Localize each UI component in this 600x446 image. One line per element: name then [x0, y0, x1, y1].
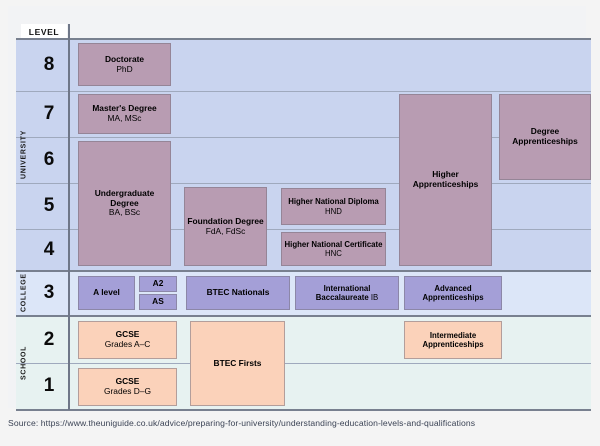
- level-number-7: 7: [43, 103, 55, 124]
- qualification-as-title: AS: [152, 296, 164, 307]
- qualification-gcse-a-c-title: GCSE: [115, 329, 140, 340]
- qualification-higher-apprenticeships-title: Higher Apprenticeships: [412, 169, 479, 189]
- qualification-doctorate-subtitle: PhD: [116, 63, 133, 74]
- qualification-a2[interactable]: A2: [139, 276, 177, 292]
- level-number-1: 1: [43, 375, 55, 396]
- qualification-a-level-title: A level: [93, 287, 120, 298]
- grid-line-3-2: [16, 315, 591, 317]
- qualification-intermediate-apprenticeships[interactable]: Intermediate Apprenticeships: [404, 321, 502, 359]
- qualification-higher-national-certificate[interactable]: Higher National Certificate HNC: [281, 232, 386, 266]
- grid-line-2-1: [16, 363, 591, 364]
- qualification-doctorate[interactable]: Doctorate PhD: [78, 43, 171, 86]
- qualification-gcse-d-g-subtitle: Grades D–G: [103, 386, 151, 396]
- qualification-advanced-apprenticeships-title: Advanced Apprenticeships: [422, 283, 484, 302]
- qualification-btec-firsts-title: BTEC Firsts: [213, 357, 262, 368]
- qualification-foundation-degree[interactable]: Foundation Degree FdA, FdSc: [184, 187, 267, 266]
- qualification-gcse-a-c-subtitle: Grades A–C: [104, 339, 151, 349]
- qualification-gcse-d-g[interactable]: GCSE Grades D–G: [78, 368, 177, 406]
- qualification-higher-national-diploma-subtitle: HND: [325, 206, 342, 216]
- qualification-as[interactable]: AS: [139, 294, 177, 310]
- qualification-international-baccalaureate-title: International Baccalaureate: [315, 283, 371, 302]
- level-header-tab: LEVEL: [21, 24, 67, 39]
- level-number-3: 3: [43, 282, 55, 303]
- level-number-6: 6: [43, 149, 55, 170]
- level-number-4: 4: [43, 238, 55, 260]
- qualification-masters-degree-subtitle: MA, MSc: [107, 113, 142, 123]
- qualification-gcse-a-c[interactable]: GCSE Grades A–C: [78, 321, 177, 359]
- qualification-a2-title: A2: [152, 278, 164, 289]
- level-number-2: 2: [43, 328, 55, 350]
- grid-line-bottom: [16, 409, 591, 411]
- qualification-a-level[interactable]: A level: [78, 276, 135, 310]
- education-levels-chart: LEVEL UNIVERSITY COLLEGE SCHOOL 8: [8, 6, 591, 411]
- qualification-higher-national-certificate-subtitle: HNC: [325, 249, 342, 258]
- qualification-higher-national-diploma[interactable]: Higher National Diploma HND: [281, 188, 386, 225]
- qualification-degree-apprenticeships-title: Degree Apprenticeships: [512, 126, 578, 146]
- band-label-school: SCHOOL: [20, 345, 28, 380]
- qualification-undergraduate-degree-title: Undergraduate Degree: [94, 187, 155, 208]
- band-label-university: UNIVERSITY: [20, 129, 28, 179]
- grid-line-top: [16, 38, 591, 40]
- grid-line-4-3: [16, 270, 591, 272]
- qualification-foundation-degree-subtitle: FdA, FdSc: [205, 225, 246, 236]
- qualification-btec-firsts[interactable]: BTEC Firsts: [190, 321, 285, 406]
- level-number-5: 5: [43, 195, 55, 216]
- grid-line-8-7: [16, 91, 591, 92]
- grid-line-6-5: [16, 183, 591, 184]
- qualification-undergraduate-degree-subtitle: BA, BSc: [108, 207, 141, 218]
- qualification-higher-national-diploma-title: Higher National Diploma: [288, 197, 379, 207]
- qualification-btec-nationals[interactable]: BTEC Nationals: [186, 276, 290, 310]
- level-gutter-divider: [68, 24, 70, 410]
- band-label-college: COLLEGE: [20, 273, 28, 313]
- qualification-masters-degree-title: Master's Degree: [92, 103, 157, 114]
- qualification-higher-national-certificate-title: Higher National Certificate: [284, 239, 383, 249]
- qualification-undergraduate-degree[interactable]: Undergraduate Degree BA, BSc: [78, 141, 171, 266]
- levels-grid: UNIVERSITY COLLEGE SCHOOL 8 7 6 5 4 3 2 …: [16, 24, 591, 411]
- qualification-international-baccalaureate-subtitle: IB: [370, 293, 379, 302]
- qualification-foundation-degree-title: Foundation Degree: [187, 215, 264, 226]
- qualification-btec-nationals-title: BTEC Nationals: [206, 287, 270, 298]
- qualification-gcse-d-g-title: GCSE: [115, 376, 140, 387]
- level-header-label: LEVEL: [28, 26, 60, 37]
- source-caption: Source: https://www.theuniguide.co.uk/ad…: [8, 418, 476, 428]
- qualification-higher-apprenticeships[interactable]: Higher Apprenticeships: [399, 94, 492, 266]
- qualification-degree-apprenticeships[interactable]: Degree Apprenticeships: [499, 94, 591, 180]
- qualification-doctorate-title: Doctorate: [104, 53, 145, 64]
- qualification-advanced-apprenticeships[interactable]: Advanced Apprenticeships: [404, 276, 502, 310]
- level-number-8: 8: [43, 53, 55, 75]
- grid-line-5-4: [16, 229, 591, 230]
- grid-line-7-6: [16, 137, 591, 138]
- qualification-international-baccalaureate[interactable]: International Baccalaureate IB: [295, 276, 399, 310]
- qualification-intermediate-apprenticeships-title: Intermediate Apprenticeships: [422, 330, 484, 349]
- qualification-masters-degree[interactable]: Master's Degree MA, MSc: [78, 94, 171, 134]
